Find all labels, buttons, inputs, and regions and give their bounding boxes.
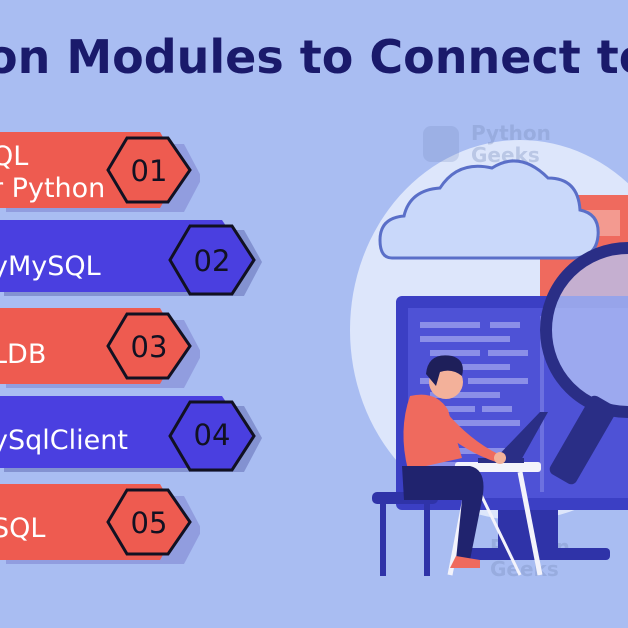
item-label-line2: r Python: [0, 173, 106, 204]
magnifier-icon: [540, 242, 628, 485]
page-title: on Modules to Connect to: [0, 30, 628, 84]
banner-shape: [0, 220, 262, 296]
python-logo-icon: [423, 126, 459, 162]
cloud-icon: [378, 159, 600, 260]
item-number: 03: [130, 330, 168, 364]
item-number: 05: [130, 506, 168, 540]
banner-shape: [0, 132, 200, 212]
item-number: 02: [193, 244, 231, 278]
list-item: LDB 03: [0, 304, 200, 388]
list-item: ySqlClient 04: [0, 390, 262, 474]
list-item: yMySQL 02: [0, 214, 262, 298]
item-number: 01: [130, 154, 168, 188]
banner-shape: [0, 484, 200, 564]
item-number: 04: [193, 418, 231, 452]
banner-shape: [0, 308, 200, 388]
item-label: SQL: [0, 513, 46, 544]
banner-shape: [0, 396, 262, 472]
list-item: SQL 05: [0, 480, 200, 564]
list-item: QL r Python 01: [0, 128, 200, 212]
person-icon: [402, 355, 506, 568]
item-label: LDB: [0, 339, 47, 370]
item-label-line1: QL: [0, 141, 29, 172]
watermark-text-line1: Python: [471, 121, 551, 145]
item-label: ySqlClient: [0, 425, 128, 456]
item-label: yMySQL: [0, 251, 101, 282]
